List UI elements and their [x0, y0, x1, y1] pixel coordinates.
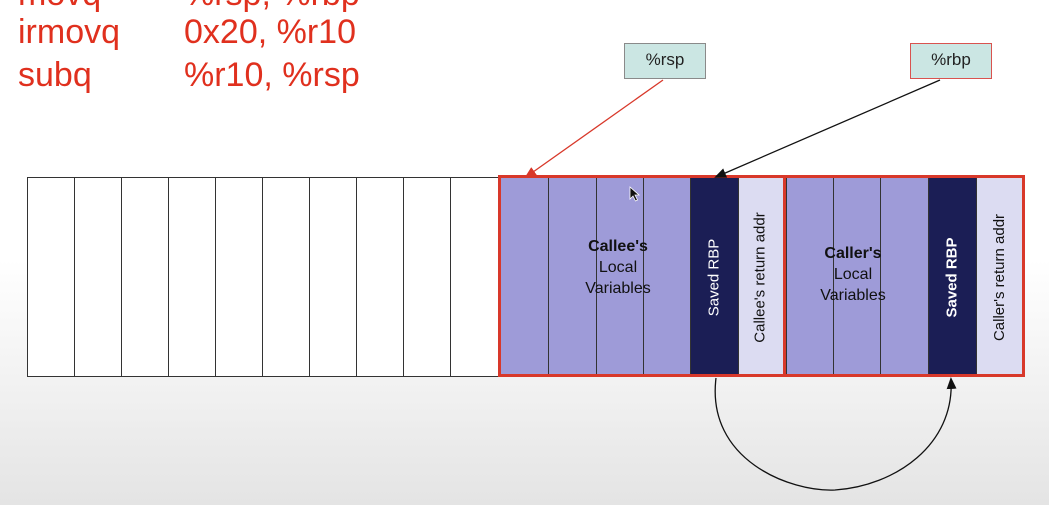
saved-rbp-link-arrow [714, 377, 957, 491]
register-rbp-label: %rbp [910, 43, 992, 79]
caller-return-addr-label: Caller's return addr [991, 213, 1008, 341]
stack-cell-empty [450, 177, 500, 377]
stack-cell-empty [215, 177, 263, 377]
caller-local-cell [833, 177, 881, 377]
callee-saved-rbp-text: Saved RBP [690, 177, 738, 377]
caller-return-addr-text: Caller's return addr [976, 177, 1023, 377]
code-op: irmovq [18, 13, 121, 51]
stack-cell-empty [27, 177, 75, 377]
stack-cell-empty [356, 177, 404, 377]
caller-saved-rbp-text: Saved RBP [928, 177, 976, 377]
stack-cell-empty [121, 177, 169, 377]
code-line-subq: subq %r10, %rsp [18, 55, 518, 95]
stack-cell-empty [403, 177, 451, 377]
callee-return-addr-label: Callee's return addr [752, 211, 769, 343]
code-args: %r10, %rsp [184, 56, 360, 94]
stack-cell-empty [74, 177, 122, 377]
callee-label-title: Callee's [588, 238, 648, 255]
callee-return-addr-cell [738, 177, 784, 377]
code-op: movq [18, 0, 101, 14]
callee-local-variables-label: Callee's Local Variables [548, 236, 688, 299]
code-args: %rsp, %rbp [184, 0, 360, 14]
callee-saved-rbp-label: Saved RBP [705, 238, 723, 316]
caller-local-variables-label: Caller's Local Variables [790, 243, 916, 306]
callee-label-line3: Variables [585, 280, 651, 297]
caller-saved-rbp-label: Saved RBP [943, 236, 961, 318]
caller-label-title: Caller's [824, 245, 882, 262]
callee-local-cell [500, 177, 549, 377]
code-args: 0x20, %r10 [184, 13, 356, 51]
code-line-irmovq: irmovq 0x20, %r10 [18, 12, 518, 52]
callee-return-addr-text: Callee's return addr [738, 177, 783, 377]
code-op: subq [18, 56, 92, 94]
register-rsp-label: %rsp [624, 43, 706, 79]
stack-cell-empty [309, 177, 357, 377]
rbp-pointer-arrow [714, 79, 941, 178]
code-line-top: movq %rsp, %rbp [18, 0, 518, 14]
callee-label-line2: Local [598, 259, 638, 276]
caller-local-cell [880, 177, 929, 377]
stack-cell-empty [262, 177, 310, 377]
mouse-cursor-icon [629, 186, 641, 202]
rsp-pointer-arrow [524, 79, 664, 179]
caller-label-line2: Local [833, 266, 873, 283]
caller-label-line3: Variables [820, 287, 886, 304]
stack-cell-empty [168, 177, 216, 377]
